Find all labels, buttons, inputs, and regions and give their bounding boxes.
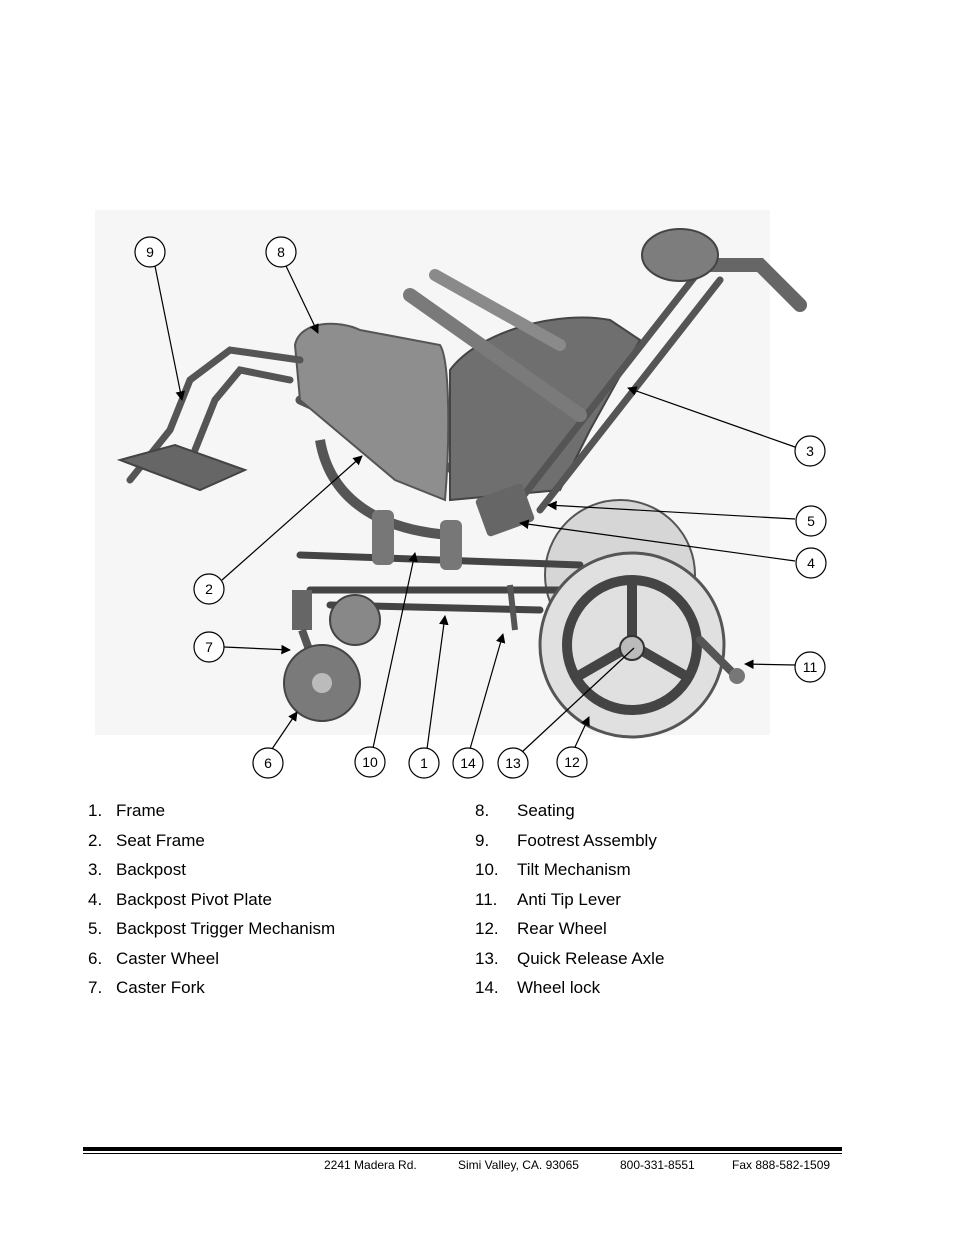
leader-12 [574, 716, 590, 748]
wheelchair-diagram: 9 8 3 5 4 2 7 11 6 10 1 14 13 12 [116, 228, 827, 779]
leader-10 [372, 552, 418, 749]
callout-label: 4 [807, 555, 815, 571]
legend-item: 3. Backpost [88, 859, 335, 889]
callout-label: 3 [806, 443, 814, 459]
legend-number: 6. [88, 948, 103, 968]
legend-number: 2. [88, 830, 103, 850]
callout-label: 11 [803, 659, 818, 675]
legend-item: 9. Footrest Assembly [475, 830, 664, 860]
legend-text: Wheel lock [517, 978, 601, 997]
callout-6: 6 [252, 747, 284, 779]
leader-4 [519, 519, 796, 562]
legend-number: 10. [475, 860, 499, 879]
legend-item: 4. Backpost Pivot Plate [88, 889, 335, 919]
callout-label: 1 [420, 755, 428, 771]
callout-3: 3 [794, 435, 826, 467]
callout-label: 10 [362, 754, 378, 770]
legend-text: Seat Frame [116, 830, 205, 850]
legend-item: 12. Rear Wheel [475, 918, 664, 948]
callout-label: 14 [460, 755, 476, 771]
legend-number: 11. [475, 889, 498, 909]
footer-fax: Fax 888-582-1509 [732, 1158, 831, 1172]
legend-text: Backpost Trigger Mechanism [116, 919, 336, 938]
legend-item: 5. Backpost Trigger Mechanism [88, 918, 335, 948]
legend-number: 5. [88, 919, 103, 938]
legend-item: 2. Seat Frame [88, 830, 335, 860]
legend-item: 8. Seating [475, 800, 664, 830]
callout-label: 8 [277, 244, 285, 260]
legend-text: Footrest Assembly [517, 830, 657, 850]
callout-12: 12 [556, 746, 588, 778]
legend-number: 7. [88, 978, 103, 997]
callout-7: 7 [193, 631, 225, 663]
callout-14: 14 [452, 747, 484, 779]
callout-label: 5 [807, 513, 815, 529]
legend-text: Tilt Mechanism [517, 860, 631, 879]
leader-5 [547, 500, 796, 520]
parts-legend-right: 8. Seating 9. Footrest Assembly 10. Tilt Me… [475, 800, 664, 1007]
parts-legend-left: 1. Frame 2. Seat Frame 3. Backpost 4. Backpo… [88, 800, 335, 1007]
leader-6 [271, 711, 298, 750]
callout-8: 8 [265, 236, 297, 268]
footer-divider [83, 1147, 842, 1151]
callout-label: 9 [146, 244, 154, 260]
legend-text: Backpost [116, 860, 186, 879]
callout-label: 13 [505, 755, 521, 771]
leader-9 [154, 265, 185, 401]
callout-2: 2 [193, 573, 225, 605]
callout-5: 5 [795, 505, 827, 537]
legend-text: Seating [517, 801, 575, 820]
legend-item: 1. Frame [88, 800, 335, 830]
callout-1: 1 [408, 747, 440, 779]
leader-2 [221, 455, 363, 581]
callout-label: 2 [205, 581, 213, 597]
callout-11: 11 [794, 651, 826, 683]
callout-label: 12 [564, 754, 580, 770]
legend-number: 4. [88, 889, 103, 909]
footer-phone: 800-331-8551 [620, 1158, 695, 1172]
legend-item: 10. Tilt Mechanism [475, 859, 664, 889]
leader-11 [744, 659, 796, 669]
footer-divider-thin [83, 1153, 842, 1154]
callout-10: 10 [354, 746, 386, 778]
legend-number: 13. [475, 948, 499, 968]
callout-label: 7 [205, 639, 213, 655]
leader-1 [426, 615, 449, 750]
legend-number: 14. [475, 978, 499, 997]
legend-text: Anti Tip Lever [517, 889, 621, 909]
callout-label: 6 [264, 755, 272, 771]
legend-text: Backpost Pivot Plate [116, 889, 272, 909]
legend-number: 3. [88, 860, 103, 879]
legend-item: 6. Caster Wheel [88, 948, 335, 978]
callout-13: 13 [497, 747, 529, 779]
leader-8 [285, 265, 319, 334]
legend-item: 7. Caster Fork [88, 977, 335, 1007]
footer-address: 2241 Madera Rd. [324, 1158, 417, 1172]
legend-number: 9. [475, 830, 490, 850]
legend-item: 11. Anti Tip Lever [475, 889, 664, 919]
legend-item: 14. Wheel lock [475, 977, 664, 1007]
callout-4: 4 [795, 547, 827, 579]
leader-7 [223, 644, 291, 655]
legend-text: Caster Fork [116, 978, 205, 997]
legend-item: 13. Quick Release Axle [475, 948, 664, 978]
leader-13 [521, 647, 635, 753]
leader-3 [627, 386, 796, 448]
leader-14 [469, 633, 506, 750]
legend-number: 1. [88, 801, 103, 820]
footer-city: Simi Valley, CA. 93065 [458, 1158, 579, 1172]
legend-text: Frame [116, 801, 166, 820]
callout-9: 9 [134, 236, 166, 268]
legend-text: Caster Wheel [116, 948, 219, 968]
legend-text: Quick Release Axle [517, 948, 665, 968]
legend-number: 8. [475, 801, 490, 820]
legend-number: 12. [475, 919, 499, 938]
legend-text: Rear Wheel [517, 919, 607, 938]
